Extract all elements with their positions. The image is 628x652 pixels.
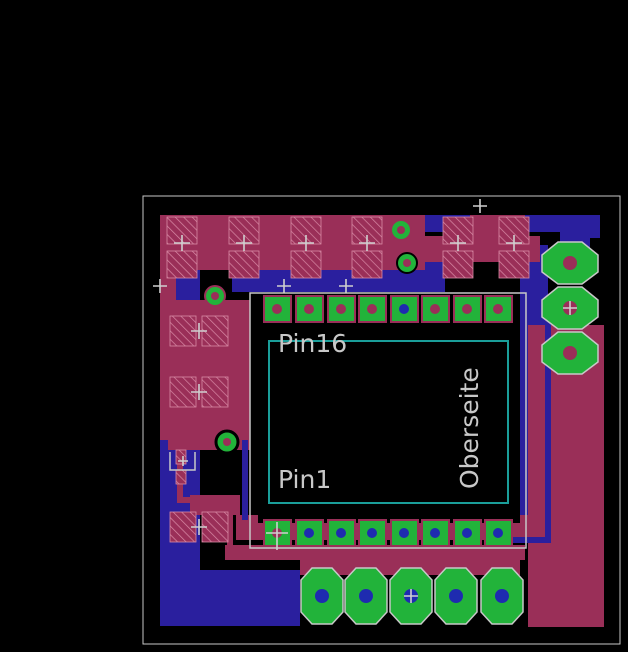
sot-marker bbox=[169, 452, 196, 471]
ic-bottom-pads bbox=[263, 519, 513, 547]
vias bbox=[204, 219, 418, 455]
board-outline bbox=[142, 195, 621, 645]
side-label: Oberseite bbox=[455, 367, 484, 489]
origin-marks bbox=[153, 199, 577, 603]
ic-silk-box bbox=[268, 340, 509, 504]
pin16-label: Pin16 bbox=[278, 329, 347, 358]
ic-top-pads bbox=[263, 295, 513, 323]
smd-pads bbox=[166, 216, 530, 543]
ic-body bbox=[258, 325, 520, 523]
right-connector-pads bbox=[541, 241, 599, 375]
ic-outline bbox=[249, 292, 527, 549]
pin1-label: Pin1 bbox=[278, 465, 331, 494]
